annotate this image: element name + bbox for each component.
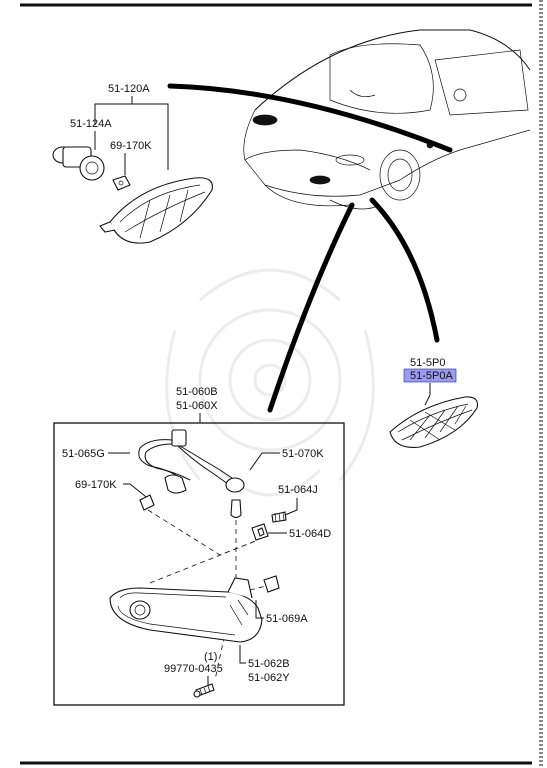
screw-51-064J <box>271 511 287 523</box>
label-51-065G: 51-065G <box>62 448 105 460</box>
leader-51-120A <box>167 83 453 153</box>
leader-51-060B <box>267 202 355 413</box>
label-51-060X: 51-060X <box>176 400 218 412</box>
leader-51-5P0 <box>369 197 440 343</box>
clip-51-064D <box>251 523 269 541</box>
label-51-062B: 51-062B <box>248 658 290 670</box>
label-51-060B: 51-060B <box>176 386 218 398</box>
svg-text:51-120A: 51-120A <box>108 83 150 95</box>
highlight-box <box>403 368 457 383</box>
wire-harness-51-065G <box>138 429 245 494</box>
side-marker-lens-right <box>389 396 479 448</box>
bulb-69-170K-top <box>112 175 131 191</box>
bulb-51-070K <box>230 499 242 519</box>
label-51-120A: 51-120A <box>108 83 150 95</box>
label-51-064D: 51-064D <box>289 528 331 540</box>
screw-99770-0435 <box>193 683 215 698</box>
label-screw-qty: (1) <box>204 651 217 663</box>
label-51-070K: 51-070K <box>282 448 324 460</box>
assembly-box <box>53 422 345 706</box>
label-51-124A: 51-124A <box>70 118 112 130</box>
car-outline <box>243 29 531 210</box>
label-51-069A: 51-069A <box>266 613 308 625</box>
label-51-5P0: 51-5P0 <box>410 357 445 369</box>
label-69-170K-top: 69-170K <box>110 140 152 152</box>
label-69-170K-box: 69-170K <box>75 479 117 491</box>
front-turn-lamp-51-062B <box>109 577 263 643</box>
side-marker-lens-top <box>99 177 213 244</box>
label-51-064J: 51-064J <box>278 484 318 496</box>
watermark-emblem <box>165 268 375 497</box>
bulb-69-170K-box <box>139 494 155 511</box>
label-51-062Y: 51-062Y <box>248 672 290 684</box>
label-99770-0435: 99770-0435 <box>164 663 223 675</box>
label-51-5P0A: 51-5P0A <box>410 370 453 382</box>
socket-51-124A <box>52 146 105 181</box>
clip-51-069A <box>263 575 280 593</box>
